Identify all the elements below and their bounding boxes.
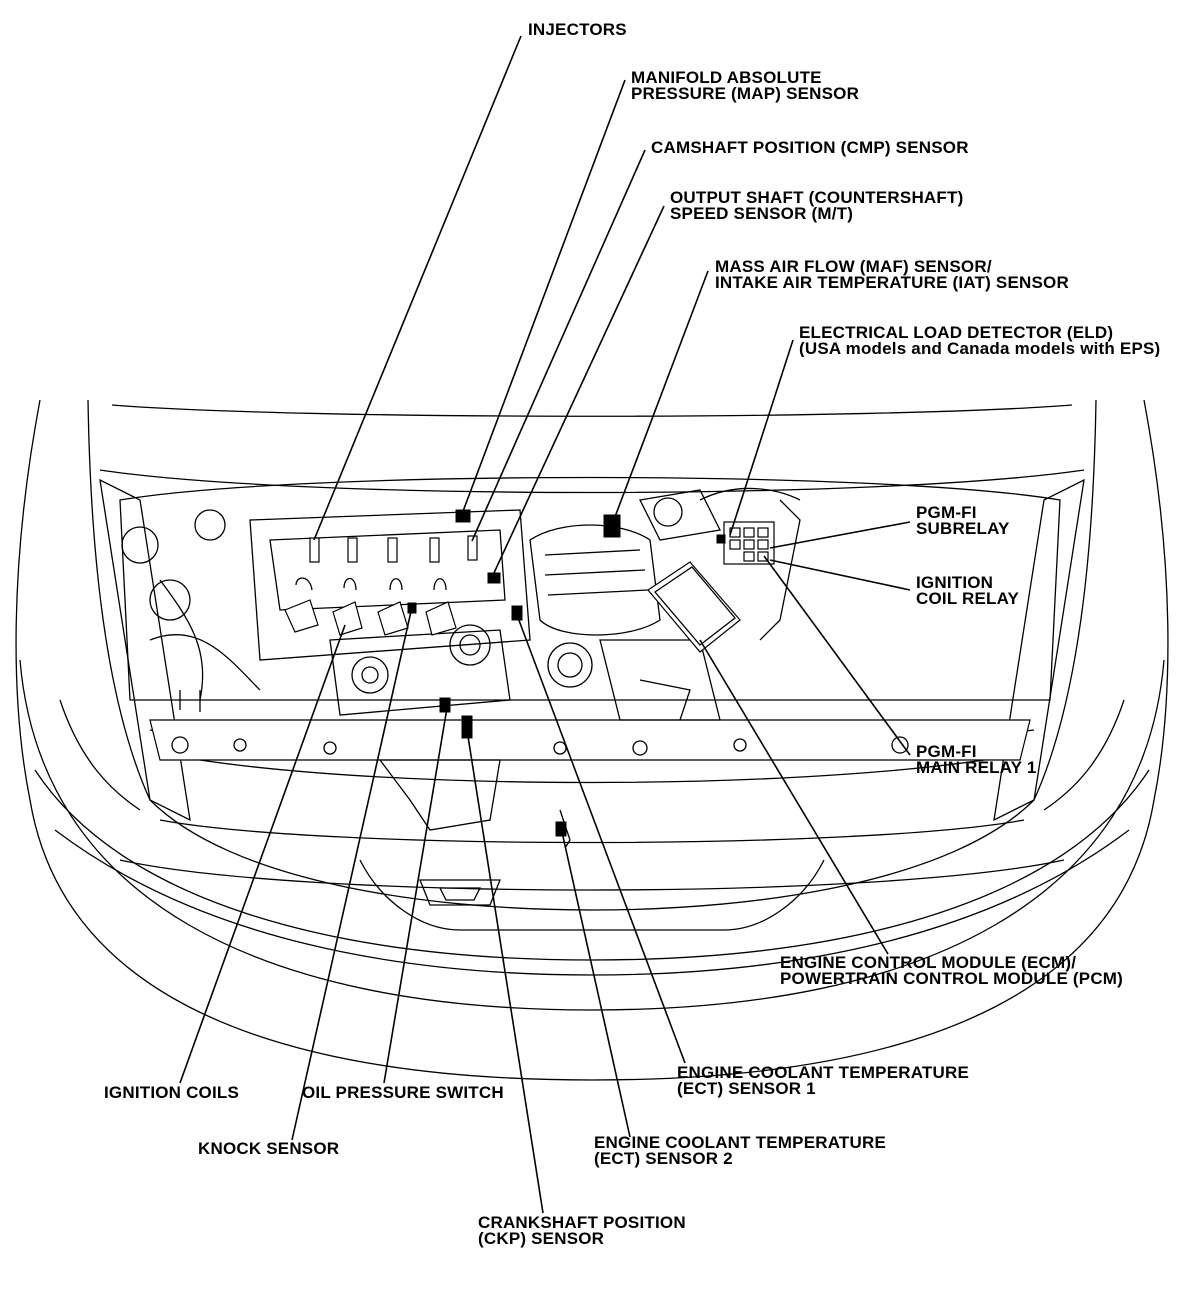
label-pgmfi-subrelay-line1: PGM-FI — [916, 503, 977, 522]
label-output-shaft-line2: SPEED SENSOR (M/T) — [670, 204, 854, 223]
leader-pgmfi-main-relay — [763, 555, 911, 756]
label-ect1: ENGINE COOLANT TEMPERATURE (ECT) SENSOR … — [677, 1063, 970, 1098]
leader-ignition-coils — [179, 624, 346, 1084]
label-output-shaft-line1: OUTPUT SHAFT (COUNTERSHAFT) — [670, 188, 964, 207]
label-ecm-pcm-line1: ENGINE CONTROL MODULE (ECM)/ — [780, 953, 1077, 972]
ignition-coil-set — [284, 577, 457, 636]
label-ignition-coils: IGNITION COILS — [104, 1083, 240, 1102]
leader-cmp-sensor — [471, 149, 646, 542]
leader-knock-sensor — [291, 606, 413, 1141]
leader-ckp-sensor — [466, 729, 544, 1214]
label-ect2-line2: (ECT) SENSOR 2 — [594, 1149, 733, 1168]
label-ect2-line1: ENGINE COOLANT TEMPERATURE — [594, 1133, 887, 1152]
label-knock-sensor-line1: KNOCK SENSOR — [198, 1139, 340, 1158]
label-eld: ELECTRICAL LOAD DETECTOR (ELD) (USA mode… — [799, 325, 1184, 357]
label-ecm-pcm: ENGINE CONTROL MODULE (ECM)/ POWERTRAIN … — [780, 953, 1124, 988]
label-pgmfi-main-relay-line2: MAIN RELAY 1 — [916, 758, 1037, 777]
label-maf-iat: MASS AIR FLOW (MAF) SENSOR/ INTAKE AIR T… — [715, 257, 1069, 292]
label-maf-iat-line1: MASS AIR FLOW (MAF) SENSOR/ — [715, 257, 992, 276]
label-pgmfi-main-relay: PGM-FI MAIN RELAY 1 — [916, 742, 1037, 777]
label-ckp-sensor-line1: CRANKSHAFT POSITION — [478, 1213, 686, 1232]
label-map-sensor: MANIFOLD ABSOLUTE PRESSURE (MAP) SENSOR — [631, 68, 860, 103]
label-ect2: ENGINE COOLANT TEMPERATURE (ECT) SENSOR … — [594, 1133, 887, 1168]
label-ignition-coils-line1: IGNITION COILS — [104, 1083, 240, 1102]
leader-injectors — [313, 35, 522, 541]
leader-pgmfi-subrelay — [769, 521, 911, 549]
label-output-shaft: OUTPUT SHAFT (COUNTERSHAFT) SPEED SENSOR… — [670, 188, 964, 223]
label-ckp-sensor: CRANKSHAFT POSITION (CKP) SENSOR — [478, 1213, 686, 1248]
leader-maf-iat — [609, 270, 709, 531]
label-eld-line2: (USA models and Canada models with EPS) — [799, 339, 1161, 357]
label-maf-iat-line2: INTAKE AIR TEMPERATURE (IAT) SENSOR — [715, 273, 1069, 292]
radiator-support — [149, 719, 1031, 849]
label-ect1-line2: (ECT) SENSOR 1 — [677, 1079, 816, 1098]
label-ecm-pcm-line2: POWERTRAIN CONTROL MODULE (PCM) — [780, 969, 1124, 988]
leader-output-shaft — [492, 205, 665, 576]
leader-ignition-coil-relay — [769, 559, 911, 591]
injector-set — [309, 535, 478, 563]
leader-eld — [729, 339, 794, 536]
engine-assembly — [119, 476, 1061, 739]
label-ect1-line1: ENGINE COOLANT TEMPERATURE — [677, 1063, 970, 1082]
label-pgmfi-subrelay: PGM-FI SUBRELAY — [916, 503, 1010, 538]
label-map-sensor-line2: PRESSURE (MAP) SENSOR — [631, 84, 860, 103]
label-ckp-sensor-line2: (CKP) SENSOR — [478, 1229, 605, 1248]
leader-ecm-pcm — [699, 639, 889, 955]
label-cmp-sensor-line1: CAMSHAFT POSITION (CMP) SENSOR — [651, 138, 969, 157]
label-ignition-coil-relay: IGNITION COIL RELAY — [916, 573, 1020, 608]
label-map-sensor-line1: MANIFOLD ABSOLUTE — [631, 68, 822, 87]
label-oil-pressure-line1: OIL PRESSURE SWITCH — [302, 1083, 504, 1102]
label-ignition-coil-relay-line1: IGNITION — [916, 573, 994, 592]
label-oil-pressure: OIL PRESSURE SWITCH — [302, 1083, 504, 1102]
label-eld-line1: ELECTRICAL LOAD DETECTOR (ELD) — [799, 325, 1114, 342]
leader-ect1 — [516, 614, 686, 1064]
label-pgmfi-subrelay-line2: SUBRELAY — [916, 519, 1010, 538]
leader-lines — [179, 35, 911, 1214]
leader-map-sensor — [461, 79, 626, 515]
label-pgmfi-main-relay-line1: PGM-FI — [916, 742, 977, 761]
label-injectors: INJECTORS — [528, 20, 627, 39]
label-injectors-line1: INJECTORS — [528, 20, 627, 39]
label-knock-sensor: KNOCK SENSOR — [198, 1139, 340, 1158]
label-ignition-coil-relay-line2: COIL RELAY — [916, 589, 1020, 608]
leader-ect2 — [561, 831, 631, 1138]
leader-oil-pressure — [383, 707, 448, 1084]
label-cmp-sensor: CAMSHAFT POSITION (CMP) SENSOR — [651, 138, 969, 157]
